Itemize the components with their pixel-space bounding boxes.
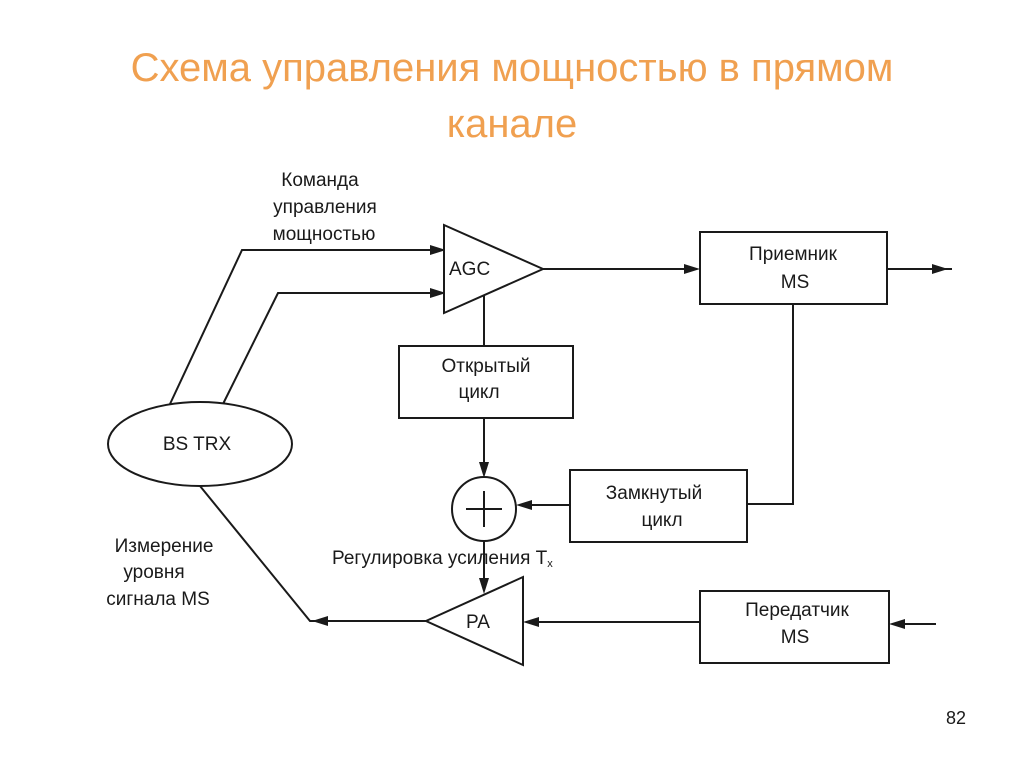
closed-loop-line-2: цикл bbox=[641, 510, 682, 531]
open-loop-box bbox=[398, 345, 574, 419]
power-command-line-2: управления bbox=[273, 197, 377, 218]
gain-adjust-text: Регулировка усиления T bbox=[332, 548, 548, 569]
closed-loop-line-1: Замкнутый bbox=[606, 483, 702, 504]
pa-amplifier bbox=[423, 575, 524, 667]
bs-trx-label: BS TRX bbox=[163, 434, 232, 455]
slide-title: Схема управления мощностью в прямом кана… bbox=[40, 40, 984, 152]
open-loop-line-2: цикл bbox=[458, 382, 499, 403]
wire-pa-to-bs bbox=[199, 485, 426, 622]
wire-bs-to-agc-bottom bbox=[221, 292, 440, 407]
arrow-pa-input bbox=[523, 617, 539, 627]
arrow-agc-input-top bbox=[430, 245, 446, 255]
receiver-ms-box bbox=[699, 231, 888, 305]
arrow-agc-input-bottom bbox=[430, 288, 446, 298]
pa-label: PA bbox=[466, 612, 490, 633]
gain-adjust-label: Регулировка усиления Tx bbox=[332, 548, 553, 570]
signal-measurement-line-2: уровня bbox=[123, 562, 184, 583]
wire-receiver-to-closed-loop bbox=[747, 304, 794, 505]
arrow-pa-output bbox=[312, 616, 328, 626]
power-command-line-3: мощностью bbox=[273, 224, 376, 245]
wire-bs-to-agc-top bbox=[169, 249, 440, 405]
page-number: 82 bbox=[945, 708, 966, 728]
arrow-transmitter-input bbox=[889, 619, 905, 629]
slide-title-line-1: Схема управления мощностью в прямом bbox=[130, 46, 894, 90]
bs-trx-ellipse bbox=[107, 401, 293, 487]
transmitter-ms-box bbox=[699, 590, 890, 664]
arrow-summer-top-input bbox=[479, 462, 489, 478]
signal-measurement-line-3: сигнала MS bbox=[106, 589, 210, 610]
gain-adjust-subscript: x bbox=[547, 558, 553, 570]
open-loop-line-1: Открытый bbox=[442, 356, 531, 377]
closed-loop-box bbox=[569, 469, 748, 543]
transmitter-ms-line-1: Передатчик bbox=[745, 600, 849, 621]
receiver-ms-line-1: Приемник bbox=[749, 244, 838, 265]
arrow-receiver-input bbox=[684, 264, 700, 274]
arrow-pa-control-input bbox=[479, 578, 489, 594]
receiver-ms-line-2: MS bbox=[781, 272, 810, 293]
agc-label: AGC bbox=[449, 259, 490, 280]
arrow-receiver-output bbox=[932, 264, 948, 274]
agc-amplifier bbox=[443, 223, 546, 315]
signal-measurement-line-1: Измерение bbox=[115, 536, 214, 557]
power-command-line-1: Команда bbox=[281, 170, 359, 191]
slide-title-line-2: канале bbox=[446, 102, 578, 146]
arrow-summer-right-input bbox=[516, 500, 532, 510]
transmitter-ms-line-2: MS bbox=[781, 627, 810, 648]
plus-circle-icon bbox=[451, 476, 517, 542]
